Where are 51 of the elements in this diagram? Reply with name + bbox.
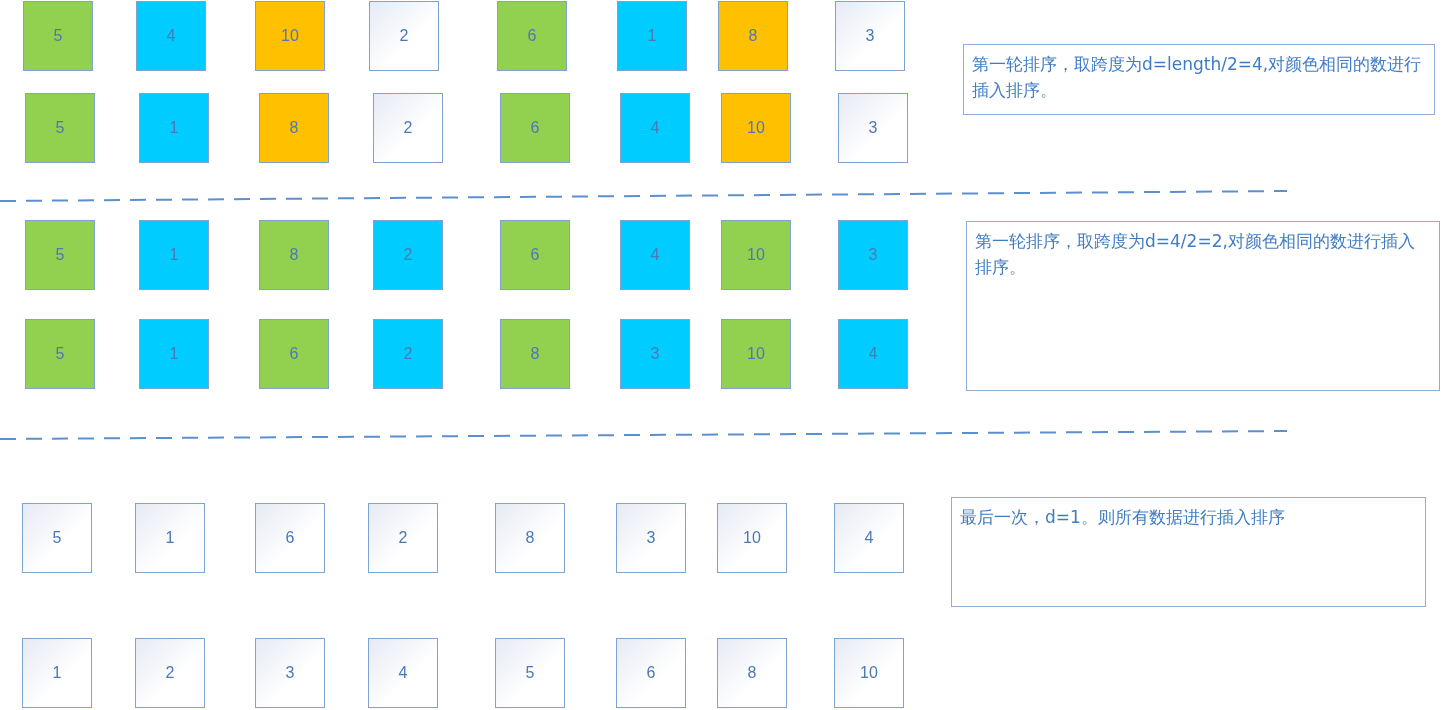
number-box: 8 <box>500 319 570 389</box>
number-box: 1 <box>22 638 92 708</box>
number-box: 6 <box>500 220 570 290</box>
number-box: 2 <box>373 220 443 290</box>
number-box: 10 <box>255 1 325 71</box>
number-box: 3 <box>838 93 908 163</box>
number-box: 1 <box>139 220 209 290</box>
number-box: 8 <box>495 503 565 573</box>
number-box: 8 <box>259 93 329 163</box>
number-box: 3 <box>838 220 908 290</box>
number-box: 10 <box>721 93 791 163</box>
number-box: 3 <box>255 638 325 708</box>
number-box: 1 <box>139 319 209 389</box>
number-box: 5 <box>495 638 565 708</box>
number-box: 10 <box>721 319 791 389</box>
number-box: 1 <box>139 93 209 163</box>
number-box: 8 <box>259 220 329 290</box>
number-box: 2 <box>373 93 443 163</box>
number-box: 6 <box>616 638 686 708</box>
number-box: 8 <box>718 1 788 71</box>
number-box: 4 <box>834 503 904 573</box>
number-box: 6 <box>500 93 570 163</box>
number-box: 2 <box>373 319 443 389</box>
number-box: 4 <box>620 93 690 163</box>
number-box: 4 <box>620 220 690 290</box>
number-box: 2 <box>368 503 438 573</box>
number-box: 6 <box>255 503 325 573</box>
number-box: 10 <box>721 220 791 290</box>
number-box: 5 <box>22 503 92 573</box>
number-box: 6 <box>259 319 329 389</box>
note-box: 第一轮排序，取跨度为d=length/2=4,对颜色相同的数进行插入排序。 <box>963 44 1435 115</box>
number-box: 5 <box>23 1 93 71</box>
number-box: 10 <box>834 638 904 708</box>
number-box: 5 <box>25 319 95 389</box>
note-box: 第一轮排序，取跨度为d=4/2=2,对颜色相同的数进行插入排序。 <box>966 221 1440 391</box>
number-box: 5 <box>25 220 95 290</box>
number-box: 3 <box>835 1 905 71</box>
number-box: 4 <box>838 319 908 389</box>
number-box: 4 <box>136 1 206 71</box>
note-box: 最后一次，d=1。则所有数据进行插入排序 <box>951 497 1426 607</box>
number-box: 2 <box>135 638 205 708</box>
number-box: 6 <box>497 1 567 71</box>
number-box: 10 <box>717 503 787 573</box>
number-box: 3 <box>616 503 686 573</box>
number-box: 1 <box>135 503 205 573</box>
number-box: 4 <box>368 638 438 708</box>
number-box: 5 <box>25 93 95 163</box>
number-box: 8 <box>717 638 787 708</box>
number-box: 2 <box>369 1 439 71</box>
number-box: 1 <box>617 1 687 71</box>
number-box: 3 <box>620 319 690 389</box>
